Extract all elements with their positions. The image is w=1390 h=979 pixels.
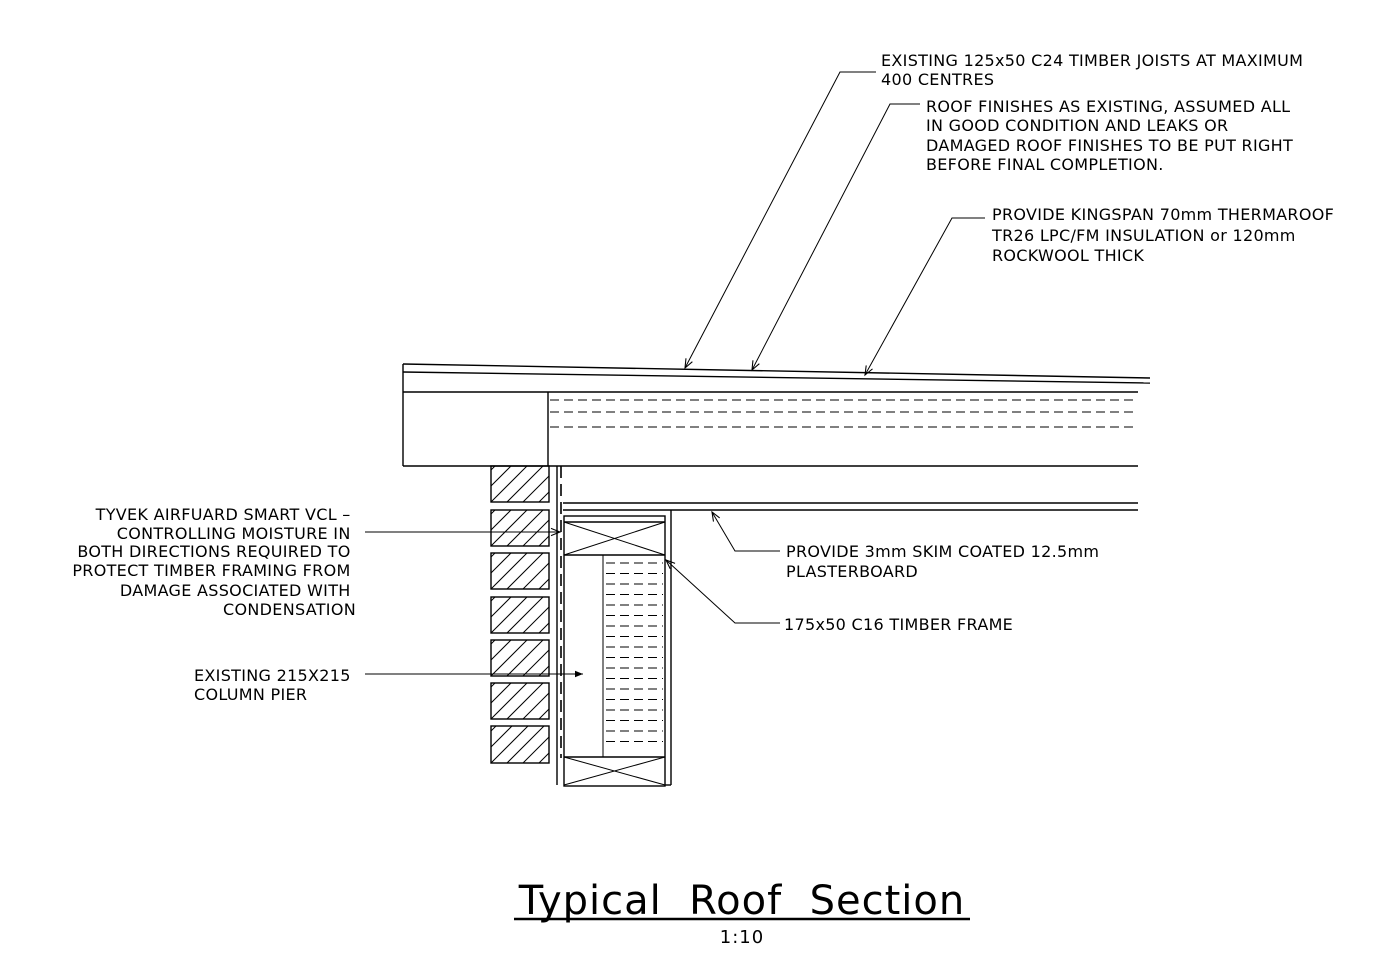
leader-joists xyxy=(684,71,876,370)
plasterboard-layer xyxy=(563,502,1138,511)
note-timber-frame: 175x50 C16 TIMBER FRAME xyxy=(784,615,1013,634)
note-joists: EXISTING 125x50 C24 TIMBER JOISTS AT MAX… xyxy=(881,51,1309,89)
drawing-scale: 1:10 xyxy=(720,927,764,948)
note-roof-finishes: ROOF FINISHES AS EXISTING, ASSUMED ALL I… xyxy=(926,97,1298,174)
timber-frame xyxy=(556,466,672,787)
note-insulation: PROVIDE KINGSPAN 70mm THERMAROOF TR26 LP… xyxy=(991,205,1340,265)
note-vcl: TYVEK AIRFUARD SMART VCL – CONTROLLING M… xyxy=(72,505,356,619)
note-pier: EXISTING 215X215 COLUMN PIER xyxy=(194,666,356,704)
leader-insulation xyxy=(864,217,985,377)
leader-plasterboard xyxy=(711,510,780,552)
leader-finishes xyxy=(751,103,920,372)
drawing-title: Typical Roof Section xyxy=(518,878,966,924)
column-pier xyxy=(490,465,550,764)
leader-frame xyxy=(664,559,780,624)
note-plasterboard: PROVIDE 3mm SKIM COATED 12.5mm PLASTERBO… xyxy=(786,542,1105,581)
insulation-layer xyxy=(403,391,1138,466)
roof-finishes-layer xyxy=(402,363,1151,466)
